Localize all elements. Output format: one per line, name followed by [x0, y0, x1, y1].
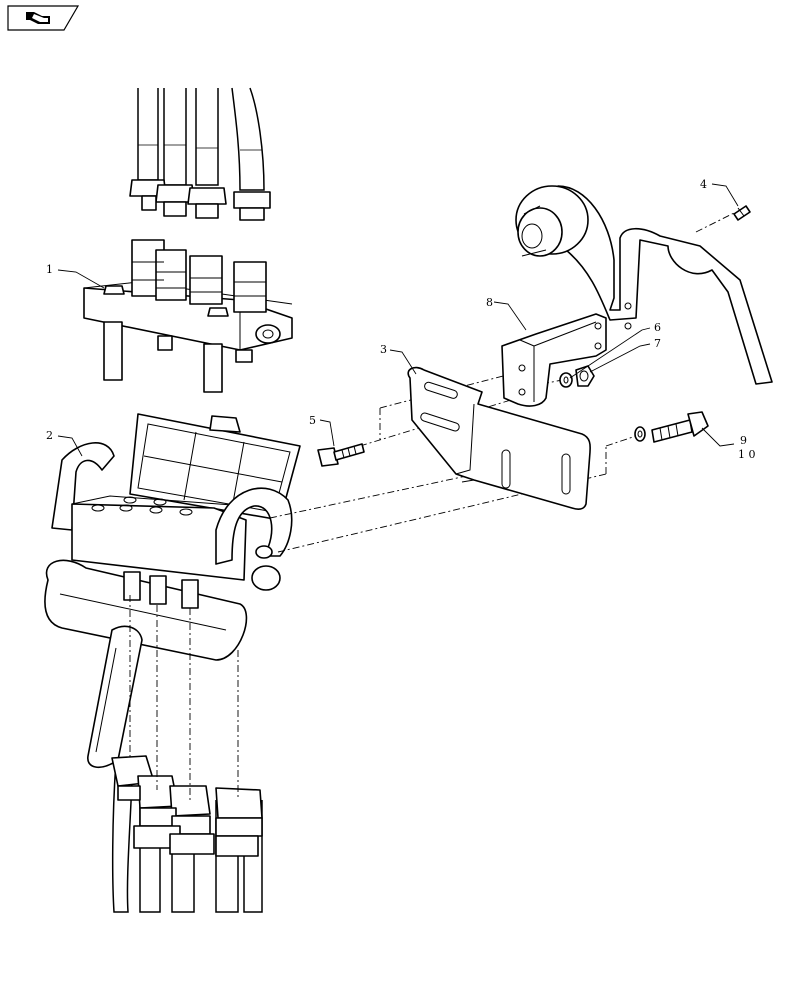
callout-10: 1 0	[738, 448, 756, 461]
callout-9: 9	[740, 434, 747, 447]
arrow-icon	[26, 12, 50, 24]
callout-5: 5	[309, 414, 316, 427]
callout-4: 4	[700, 178, 707, 191]
lower-hoses	[111, 755, 263, 913]
mounting-bracket	[407, 366, 591, 510]
callout-2: 2	[46, 429, 53, 442]
callout-8: 8	[486, 296, 493, 309]
bolt-10	[651, 411, 709, 443]
upper-hoses	[129, 87, 271, 221]
bolt-4	[733, 205, 751, 221]
nut-7	[575, 365, 595, 387]
frame-pillar	[515, 185, 773, 385]
callout-3: 3	[380, 343, 387, 356]
small-bracket	[501, 313, 607, 407]
callout-6: 6	[654, 321, 661, 334]
handle-assembly	[44, 413, 301, 768]
bolt-5	[317, 443, 365, 467]
washer-6	[559, 372, 573, 388]
callout-leaders	[57, 183, 739, 483]
nav-back-button[interactable]	[7, 5, 80, 31]
callout-7: 7	[654, 337, 661, 350]
valve-manifold	[83, 239, 293, 393]
callout-1: 1	[46, 263, 53, 276]
washer-9	[634, 426, 646, 442]
